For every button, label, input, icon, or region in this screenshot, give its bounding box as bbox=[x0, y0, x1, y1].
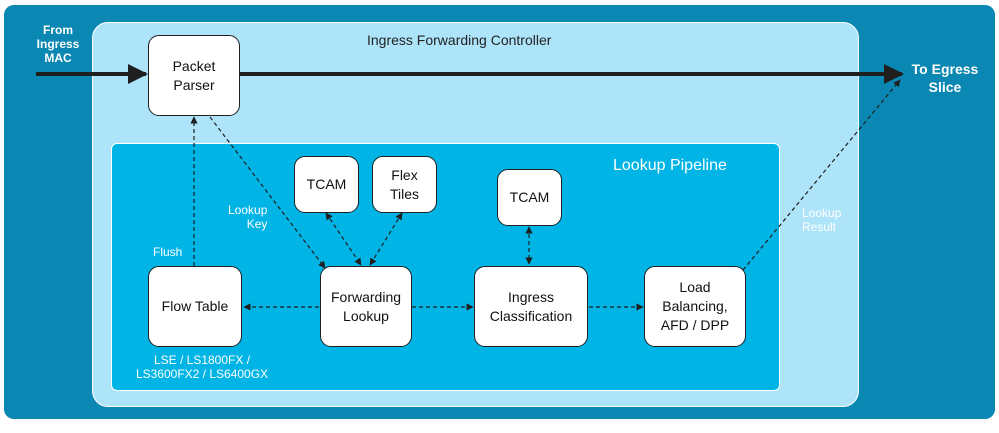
lookup-result-arrow bbox=[742, 79, 901, 271]
tcam-right-node: TCAM bbox=[497, 169, 562, 226]
input-label: From Ingress MAC bbox=[36, 23, 80, 65]
flush-label: Flush bbox=[153, 245, 183, 259]
lookup-result-label: Lookup Result bbox=[802, 206, 842, 234]
flex-tiles-link bbox=[369, 212, 403, 266]
tcam-left-node: TCAM bbox=[294, 156, 359, 213]
flow-table-node: Flow Table bbox=[148, 266, 242, 347]
output-label: To Egress Slice bbox=[911, 61, 979, 95]
lookup-key-label: Lookup Key bbox=[228, 203, 268, 231]
flex-tiles-node: Flex Tiles bbox=[372, 156, 437, 213]
pipeline-title: Lookup Pipeline bbox=[613, 157, 727, 174]
controller-title: Ingress Forwarding Controller bbox=[367, 32, 552, 48]
ingress-classification-node: Ingress Classification bbox=[474, 266, 588, 347]
lookup-key-arrow bbox=[209, 116, 326, 269]
load-balancing-node: Load Balancing, AFD / DPP bbox=[644, 266, 746, 347]
platforms-label: LSE / LS1800FX / LS3600FX2 / LS6400GX bbox=[135, 353, 269, 381]
tcam-left-link bbox=[325, 212, 362, 266]
forwarding-lookup-node: Forwarding Lookup bbox=[320, 266, 412, 347]
packet-parser-node: Packet Parser bbox=[148, 35, 240, 116]
